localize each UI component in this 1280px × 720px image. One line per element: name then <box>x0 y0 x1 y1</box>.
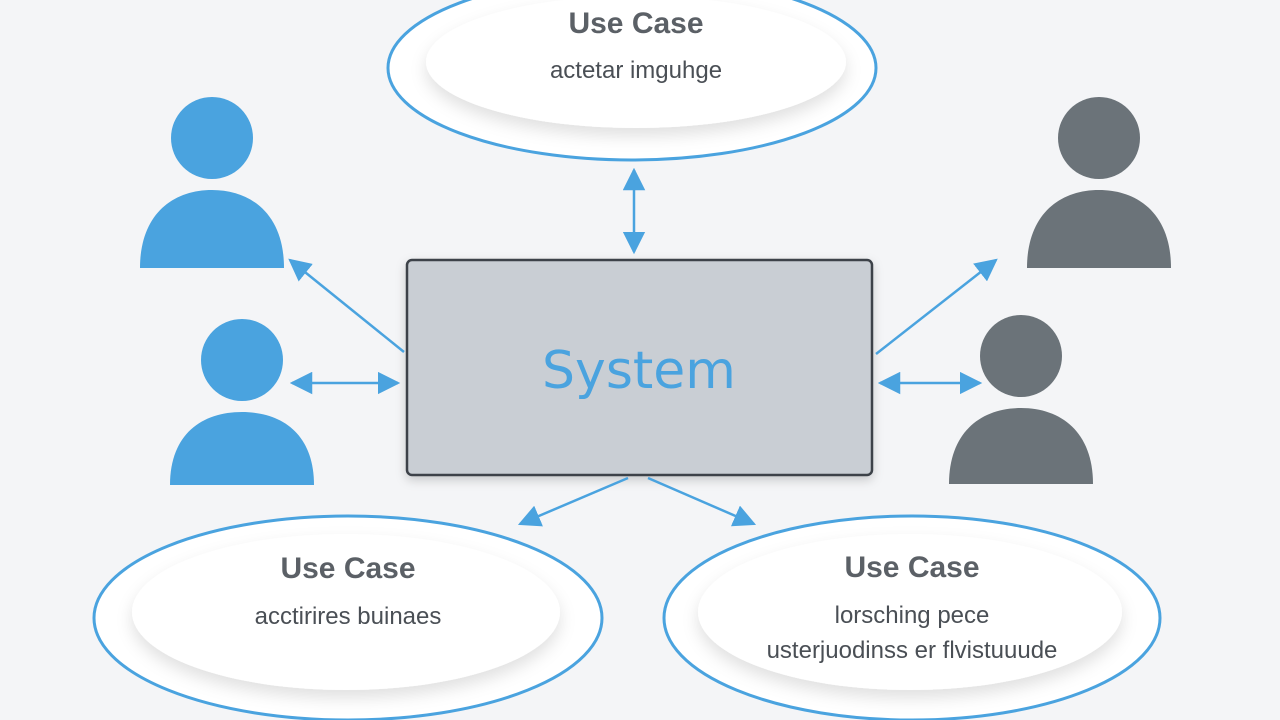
use-case-bottom-right[interactable]: Use Case lorsching pece usterjuodinss er… <box>662 514 1162 720</box>
connectors <box>288 167 998 527</box>
use-case-top-inner <box>426 0 846 128</box>
system-label: System <box>542 341 736 401</box>
actor-right-top-body <box>1027 190 1171 268</box>
person-icon <box>171 97 253 179</box>
person-icon <box>980 315 1062 397</box>
actor-left-middle-body <box>170 412 314 485</box>
use-case-bottom-right-title: Use Case <box>844 551 979 584</box>
use-case-top-title: Use Case <box>568 7 703 40</box>
use-case-top[interactable]: Use Case actetar imguhge <box>386 0 878 162</box>
arrow-bottom-left-use-case <box>517 476 629 527</box>
arrow-bottom-right-use-case <box>647 476 757 527</box>
use-case-bottom-left-inner <box>132 534 560 690</box>
use-case-top-line-1: actetar imguhge <box>550 57 722 84</box>
person-icon <box>201 319 283 401</box>
actor-left-top[interactable] <box>140 97 284 268</box>
use-case-bottom-right-inner <box>698 534 1122 690</box>
actor-left-middle[interactable] <box>170 319 314 485</box>
actor-right-middle[interactable] <box>949 315 1093 484</box>
actor-right-top[interactable] <box>1027 97 1171 268</box>
arrow-left-top-actor <box>288 258 405 353</box>
use-case-bottom-left-line-1: acctirires buinaes <box>255 603 442 630</box>
system-box[interactable]: System <box>405 258 874 477</box>
actor-right-middle-body <box>949 408 1093 484</box>
use-case-bottom-right-line-1: lorsching pece <box>835 602 990 629</box>
use-case-bottom-left-title: Use Case <box>280 552 415 585</box>
person-icon <box>1058 97 1140 179</box>
use-case-bottom-left[interactable]: Use Case acctirires buinaes <box>92 514 604 720</box>
actor-left-top-body <box>140 190 284 268</box>
arrow-right-top-actor <box>875 258 998 355</box>
system-box-rect <box>405 258 874 477</box>
use-case-bottom-right-line-2: usterjuodinss er flvistuuude <box>767 637 1058 664</box>
